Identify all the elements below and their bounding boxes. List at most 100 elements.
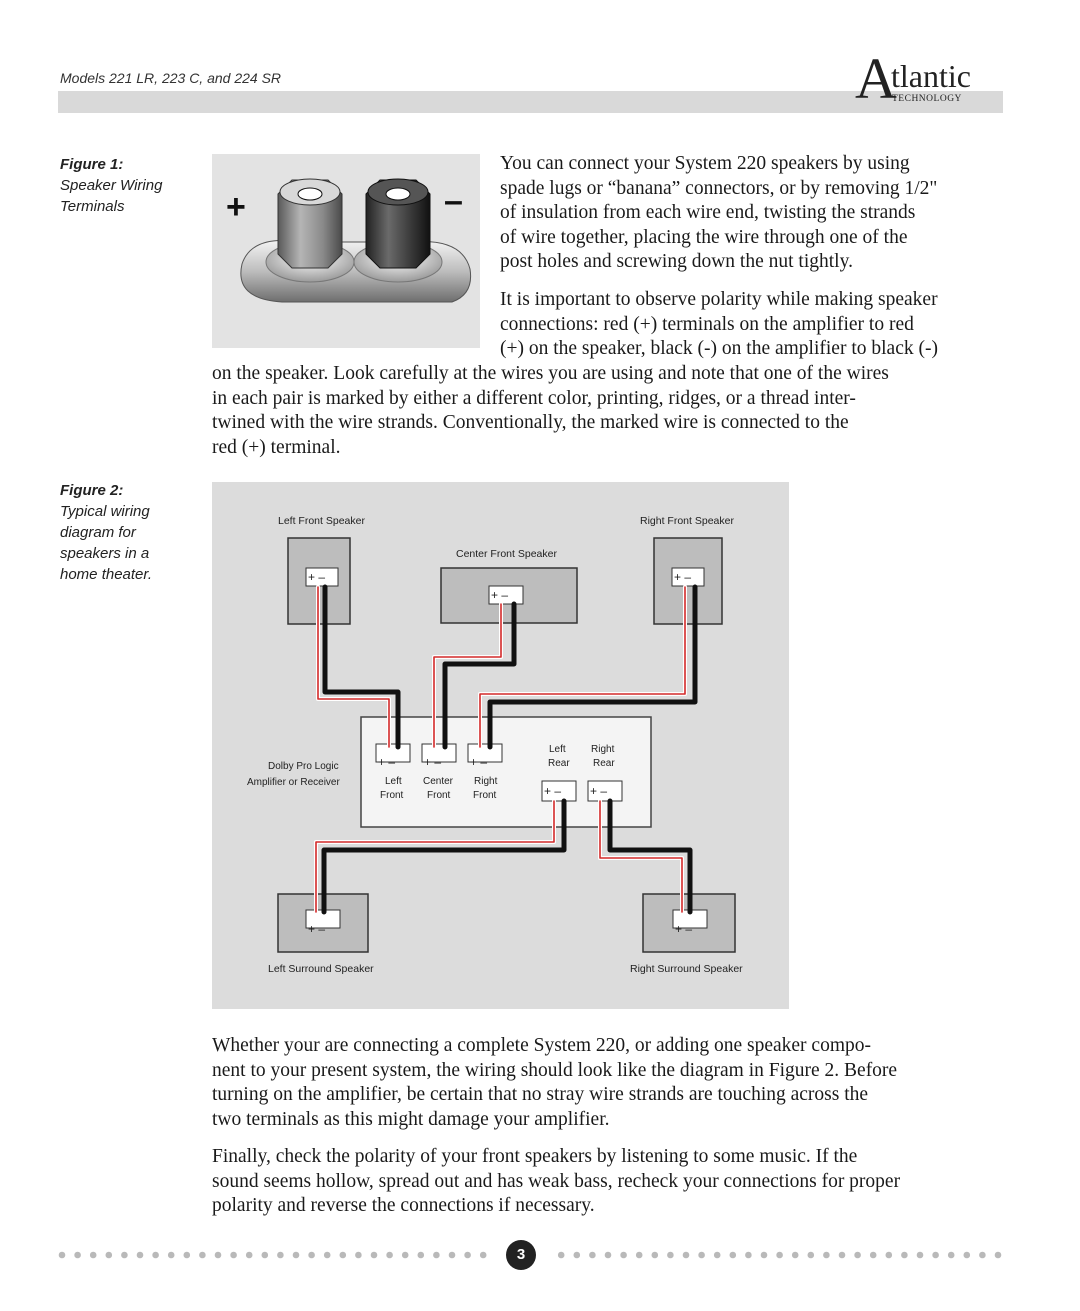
figure1-label: Figure 1: xyxy=(60,156,124,173)
footer-dot xyxy=(791,1251,799,1259)
left-front-terminal xyxy=(305,567,339,587)
paragraph-4: Finally, check the polarity of your fron… xyxy=(212,1145,1007,1219)
binding-posts-illustration: + – xyxy=(226,178,472,303)
text-line: spade lugs or “banana” connectors, or by… xyxy=(500,177,938,199)
figure2-caption: Figure 2: Typical wiring diagram for spe… xyxy=(60,480,152,585)
page-number: 3 xyxy=(506,1240,536,1270)
text-line: turning on the amplifier, be certain tha… xyxy=(212,1084,869,1106)
figure2-label: Figure 2: xyxy=(60,482,124,499)
footer-dot xyxy=(89,1251,97,1259)
footer-dot xyxy=(901,1251,908,1259)
wiring-diagram-svg: + – + – + – + – + – + – + – + – + – + – … xyxy=(247,515,743,975)
terminal-pm-label: + – xyxy=(675,922,692,936)
wire-right-front-black xyxy=(487,584,698,750)
terminal-pm-label: + – xyxy=(491,588,508,602)
footer-dot xyxy=(401,1251,409,1259)
center-front-speaker-label: Center Front Speaker xyxy=(456,548,557,560)
terminal-pm-label: + – xyxy=(378,755,395,769)
wire-left-front-red xyxy=(317,586,390,748)
atlantic-technology-logo: A tlantic TECHNOLOGY xyxy=(855,46,1005,112)
left-front-output-label: Left xyxy=(385,776,402,787)
text-line: connections: red (+) terminals on the am… xyxy=(500,313,914,335)
paragraph-3: Whether your are connecting a complete S… xyxy=(212,1034,1007,1132)
page-footer: 3 xyxy=(58,1240,1003,1270)
wiring-diagram: + – + – + – + – + – + – + – + – + – + – … xyxy=(212,482,789,1009)
logo-subtitle: TECHNOLOGY xyxy=(892,94,962,104)
footer-dot xyxy=(698,1251,705,1259)
footer-dot xyxy=(448,1251,456,1259)
text-line: twined with the wire strands. Convention… xyxy=(212,412,849,434)
terminal-pm-label: + – xyxy=(424,755,441,769)
footer-dot xyxy=(963,1251,971,1259)
right-rear-output-label: Rear xyxy=(593,758,615,769)
text-line: on the speaker. Look carefully at the wi… xyxy=(212,363,889,384)
wire-right-front-red xyxy=(479,586,686,748)
wires xyxy=(314,584,698,915)
footer-dot xyxy=(370,1251,378,1259)
footer-dot xyxy=(947,1251,955,1259)
figure2-caption-line: Typical wiring xyxy=(60,503,150,520)
text-line: sound seems hollow, spread out and has w… xyxy=(212,1170,901,1192)
footer-dot xyxy=(589,1251,596,1259)
footer-dot xyxy=(557,1251,565,1259)
wire-left-front-black xyxy=(322,584,401,750)
left-rear-output-label: Left xyxy=(549,744,566,755)
footer-dot xyxy=(58,1251,66,1259)
text-line: in each pair is marked by either a diffe… xyxy=(212,387,856,409)
negative-nut-hole xyxy=(385,187,411,201)
text-line: Whether your are connecting a complete S… xyxy=(212,1035,871,1056)
center-front-output-label: Front xyxy=(427,790,451,801)
terminal-pm-label: + – xyxy=(544,784,561,798)
footer-dot xyxy=(620,1251,627,1259)
wire-left-surround-black xyxy=(321,798,567,915)
left-surround-speaker-label: Left Surround Speaker xyxy=(268,963,374,975)
text-line: post holes and screwing down the nut tig… xyxy=(500,251,853,273)
footer-dot xyxy=(121,1251,128,1259)
footer-dot xyxy=(604,1251,612,1259)
footer-dot xyxy=(292,1251,300,1259)
terminal-pm-label: + – xyxy=(308,570,325,584)
wire-center-red xyxy=(433,603,502,748)
footer-dot xyxy=(74,1251,81,1259)
footer-dot xyxy=(635,1251,643,1259)
right-front-output-label: Front xyxy=(473,790,497,801)
terminal-pm-label: + – xyxy=(674,570,691,584)
speaker-terminals-image: + – xyxy=(212,154,480,348)
footer-dot xyxy=(433,1251,440,1259)
right-rear-output-label: Right xyxy=(591,744,615,755)
terminal-pm-label: + – xyxy=(470,755,487,769)
wire-left-surround-red xyxy=(315,800,555,913)
footer-dot xyxy=(167,1251,175,1259)
wire-center-black xyxy=(442,601,517,750)
plus-sign: + xyxy=(226,188,246,226)
footer-dot xyxy=(932,1251,939,1259)
figure1-caption: Figure 1: Speaker Wiring Terminals xyxy=(60,154,162,217)
terminal-pm-label: + – xyxy=(308,922,325,936)
footer-dot xyxy=(355,1251,362,1259)
text-line: two terminals as this might damage your … xyxy=(212,1108,610,1130)
footer-dot xyxy=(838,1251,846,1259)
text-line: (+) on the speaker, black (-) on the amp… xyxy=(500,338,938,360)
amp-right-front-terminal xyxy=(467,743,503,763)
footer-dot xyxy=(183,1251,191,1259)
footer-dot xyxy=(651,1251,659,1259)
text-line: Finally, check the polarity of your fron… xyxy=(212,1146,858,1167)
footer-dot xyxy=(339,1251,347,1259)
footer-dot xyxy=(760,1251,768,1259)
center-front-terminal xyxy=(488,585,524,605)
footer-dot xyxy=(885,1251,893,1259)
terminal-pm-label: + – xyxy=(590,784,607,798)
minus-sign: – xyxy=(444,182,463,220)
footer-dot xyxy=(573,1251,581,1259)
amplifier-receiver xyxy=(360,716,652,828)
logo-initial: A xyxy=(855,46,897,111)
paragraph-1: You can connect your System 220 speakers… xyxy=(500,152,1005,275)
footer-dot xyxy=(245,1251,253,1259)
text-line: polarity and reverse the connections if … xyxy=(212,1195,595,1217)
figure2-caption-line: home theater. xyxy=(60,566,152,583)
text-line: It is important to observe polarity whil… xyxy=(500,289,938,310)
paragraph-2-wide: on the speaker. Look carefully at the wi… xyxy=(212,362,1007,460)
left-front-speaker-label: Left Front Speaker xyxy=(278,515,365,527)
footer-dot xyxy=(729,1251,737,1259)
right-surround-speaker-label: Right Surround Speaker xyxy=(630,963,743,975)
